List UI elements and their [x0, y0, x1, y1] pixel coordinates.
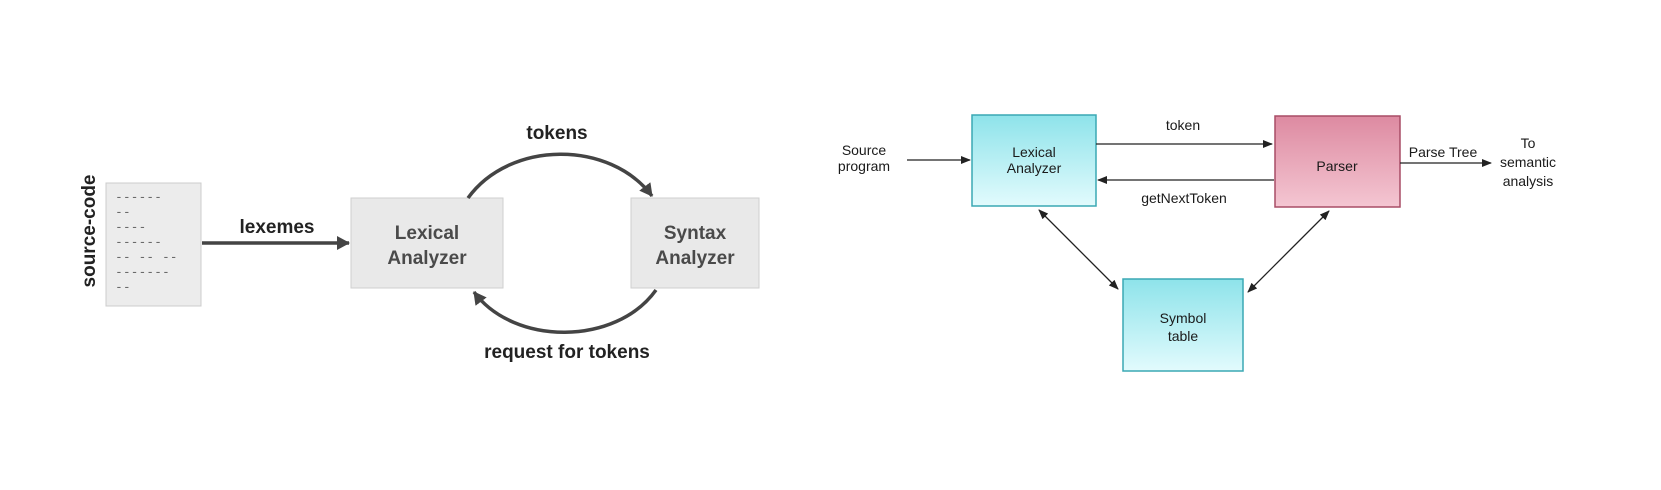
- parser-label: Parser: [1316, 158, 1358, 174]
- to-semantic-line3: analysis: [1503, 173, 1554, 189]
- to-semantic-line1: To: [1521, 135, 1536, 151]
- symbol-table-box: [1122, 278, 1244, 372]
- source-program-label-line1: Source: [842, 142, 887, 158]
- left-lexical-box: [350, 197, 504, 289]
- left-lexical-label-line1: Lexical: [395, 223, 459, 244]
- right-diagram: Source program Lexical Analyzer token ge…: [838, 114, 1556, 372]
- syntax-label-line1: Syntax: [664, 223, 727, 244]
- get-next-token-label: getNextToken: [1141, 190, 1227, 206]
- parser-symbol-arrow: [1247, 210, 1330, 293]
- tokens-label: tokens: [526, 123, 587, 144]
- source-line: --: [115, 205, 131, 220]
- left-lexical-label-line2: Analyzer: [387, 248, 467, 269]
- syntax-label-line2: Analyzer: [655, 248, 735, 269]
- syntax-box: [630, 197, 760, 289]
- source-document: ------ -- ---- ------ -- -- -- ------- -…: [105, 182, 202, 307]
- to-semantic-line2: semantic: [1500, 154, 1556, 170]
- source-line: ------: [115, 235, 162, 250]
- symbol-table-label-line2: table: [1168, 328, 1199, 344]
- lexical-symbol-arrow: [1038, 209, 1119, 290]
- right-lexical-analyzer: Lexical Analyzer: [971, 114, 1097, 207]
- parse-tree-label: Parse Tree: [1409, 144, 1478, 160]
- source-program-label-line2: program: [838, 158, 890, 174]
- right-lexical-box: [971, 114, 1097, 207]
- parser-box: [1274, 115, 1401, 208]
- symbol-table: Symbol table: [1122, 278, 1244, 372]
- syntax-analyzer: Syntax Analyzer: [630, 197, 760, 289]
- source-code-label: source-code: [79, 175, 100, 288]
- right-lexical-label-line2: Analyzer: [1007, 160, 1062, 176]
- token-label: token: [1166, 117, 1200, 133]
- tokens-arrow: [466, 152, 654, 200]
- left-diagram: source-code ------ -- ---- ------ -- -- …: [79, 123, 760, 363]
- source-document-box: [105, 182, 202, 307]
- symbol-table-label-line1: Symbol: [1160, 310, 1207, 326]
- source-line: -------: [115, 265, 170, 280]
- source-line: -- -- --: [115, 250, 178, 265]
- left-lexical-analyzer: Lexical Analyzer: [350, 197, 504, 289]
- request-arrow: [472, 288, 658, 334]
- source-line: ----: [115, 220, 146, 235]
- parser: Parser: [1274, 115, 1401, 208]
- source-line: ------: [115, 190, 162, 205]
- lexemes-label: lexemes: [239, 217, 314, 238]
- source-line: --: [115, 280, 131, 295]
- right-lexical-label-line1: Lexical: [1012, 144, 1056, 160]
- request-label: request for tokens: [484, 342, 650, 363]
